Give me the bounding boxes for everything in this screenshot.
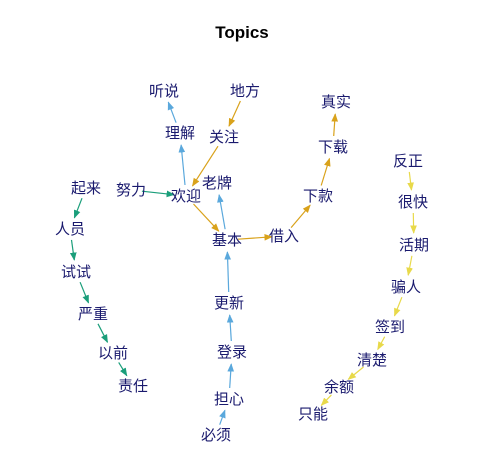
node-laopai: 老牌 [202, 174, 232, 192]
edge-qingchu-to-yue [347, 366, 364, 380]
node-renyuan: 人员 [55, 220, 85, 238]
edge-jiben-to-jieru [237, 233, 273, 241]
node-yue: 余额 [324, 378, 354, 396]
node-pianren: 骗人 [391, 278, 421, 296]
node-huanying: 欢迎 [171, 187, 201, 205]
edge-shishi-to-yanzhong [79, 281, 90, 304]
node-difang: 地方 [230, 82, 260, 100]
edge-yanzhong-to-yiqian [97, 323, 109, 344]
diagram-title: Topics [215, 23, 269, 42]
node-xiazai: 下载 [318, 138, 348, 156]
edge-denglu-to-gengxin [226, 314, 234, 342]
edge-jieru-to-xiakuan [290, 204, 311, 228]
edge-jiben-to-laopai [217, 193, 226, 230]
edge-gengxin-to-jiben [224, 251, 232, 293]
edges-layer [69, 100, 417, 425]
node-xiakuan: 下款 [303, 187, 333, 205]
node-yiqian: 以前 [98, 344, 128, 362]
edge-difang-to-guanzhu [228, 100, 241, 127]
edge-yiqian-to-zeren [118, 362, 128, 377]
node-shishi: 试试 [61, 263, 91, 281]
node-danxin: 担心 [214, 390, 244, 408]
edge-qilai-to-renyuan [73, 197, 83, 219]
node-yanzhong: 严重 [78, 305, 108, 323]
node-zhineng: 只能 [298, 405, 328, 423]
edge-yue-to-zhineng [320, 394, 332, 407]
node-qingchu: 清楚 [357, 351, 387, 369]
node-qiandao: 签到 [375, 318, 405, 336]
edge-huanying-to-jiben [193, 203, 220, 232]
edge-lijie-to-tingshuo [167, 101, 177, 123]
node-nuli: 努力 [116, 181, 146, 199]
node-zeren: 责任 [118, 377, 148, 395]
node-henkuai: 很快 [398, 193, 428, 211]
node-lijie: 理解 [165, 124, 195, 142]
node-zhenshi: 真实 [321, 93, 351, 111]
edge-xiazai-to-zhenshi [331, 113, 339, 137]
nodes-layer: 听说 地方真实理解关注下载反正起来努力 老牌欢迎 下款 很快人员基本 借入活期试试骗人更新… [55, 82, 429, 444]
edge-nuli-to-huanying [141, 190, 175, 198]
edge-guanzhu-to-huanying [191, 145, 219, 187]
edge-fanzheng-to-henkuai [407, 171, 414, 191]
node-huoqi: 活期 [399, 236, 429, 254]
edge-huanying-to-lijie [178, 144, 186, 186]
edge-danxin-to-denglu [227, 363, 235, 389]
edge-xiakuan-to-xiazai [320, 157, 331, 186]
edge-renyuan-to-shishi [69, 239, 77, 261]
node-denglu: 登录 [217, 343, 247, 361]
edge-huoqi-to-pianren [406, 255, 413, 277]
node-jieru: 借入 [269, 227, 299, 245]
edge-pianren-to-qiandao [393, 296, 403, 317]
node-gengxin: 更新 [214, 294, 244, 312]
edge-qiandao-to-qingchu [377, 336, 386, 351]
node-guanzhu: 关注 [209, 128, 239, 146]
node-bixu: 必须 [201, 426, 231, 444]
node-jiben: 基本 [212, 231, 242, 249]
edge-bixu-to-danxin [219, 409, 226, 425]
node-fanzheng: 反正 [393, 152, 423, 170]
node-qilai: 起来 [71, 179, 101, 197]
node-tingshuo: 听说 [149, 82, 179, 100]
